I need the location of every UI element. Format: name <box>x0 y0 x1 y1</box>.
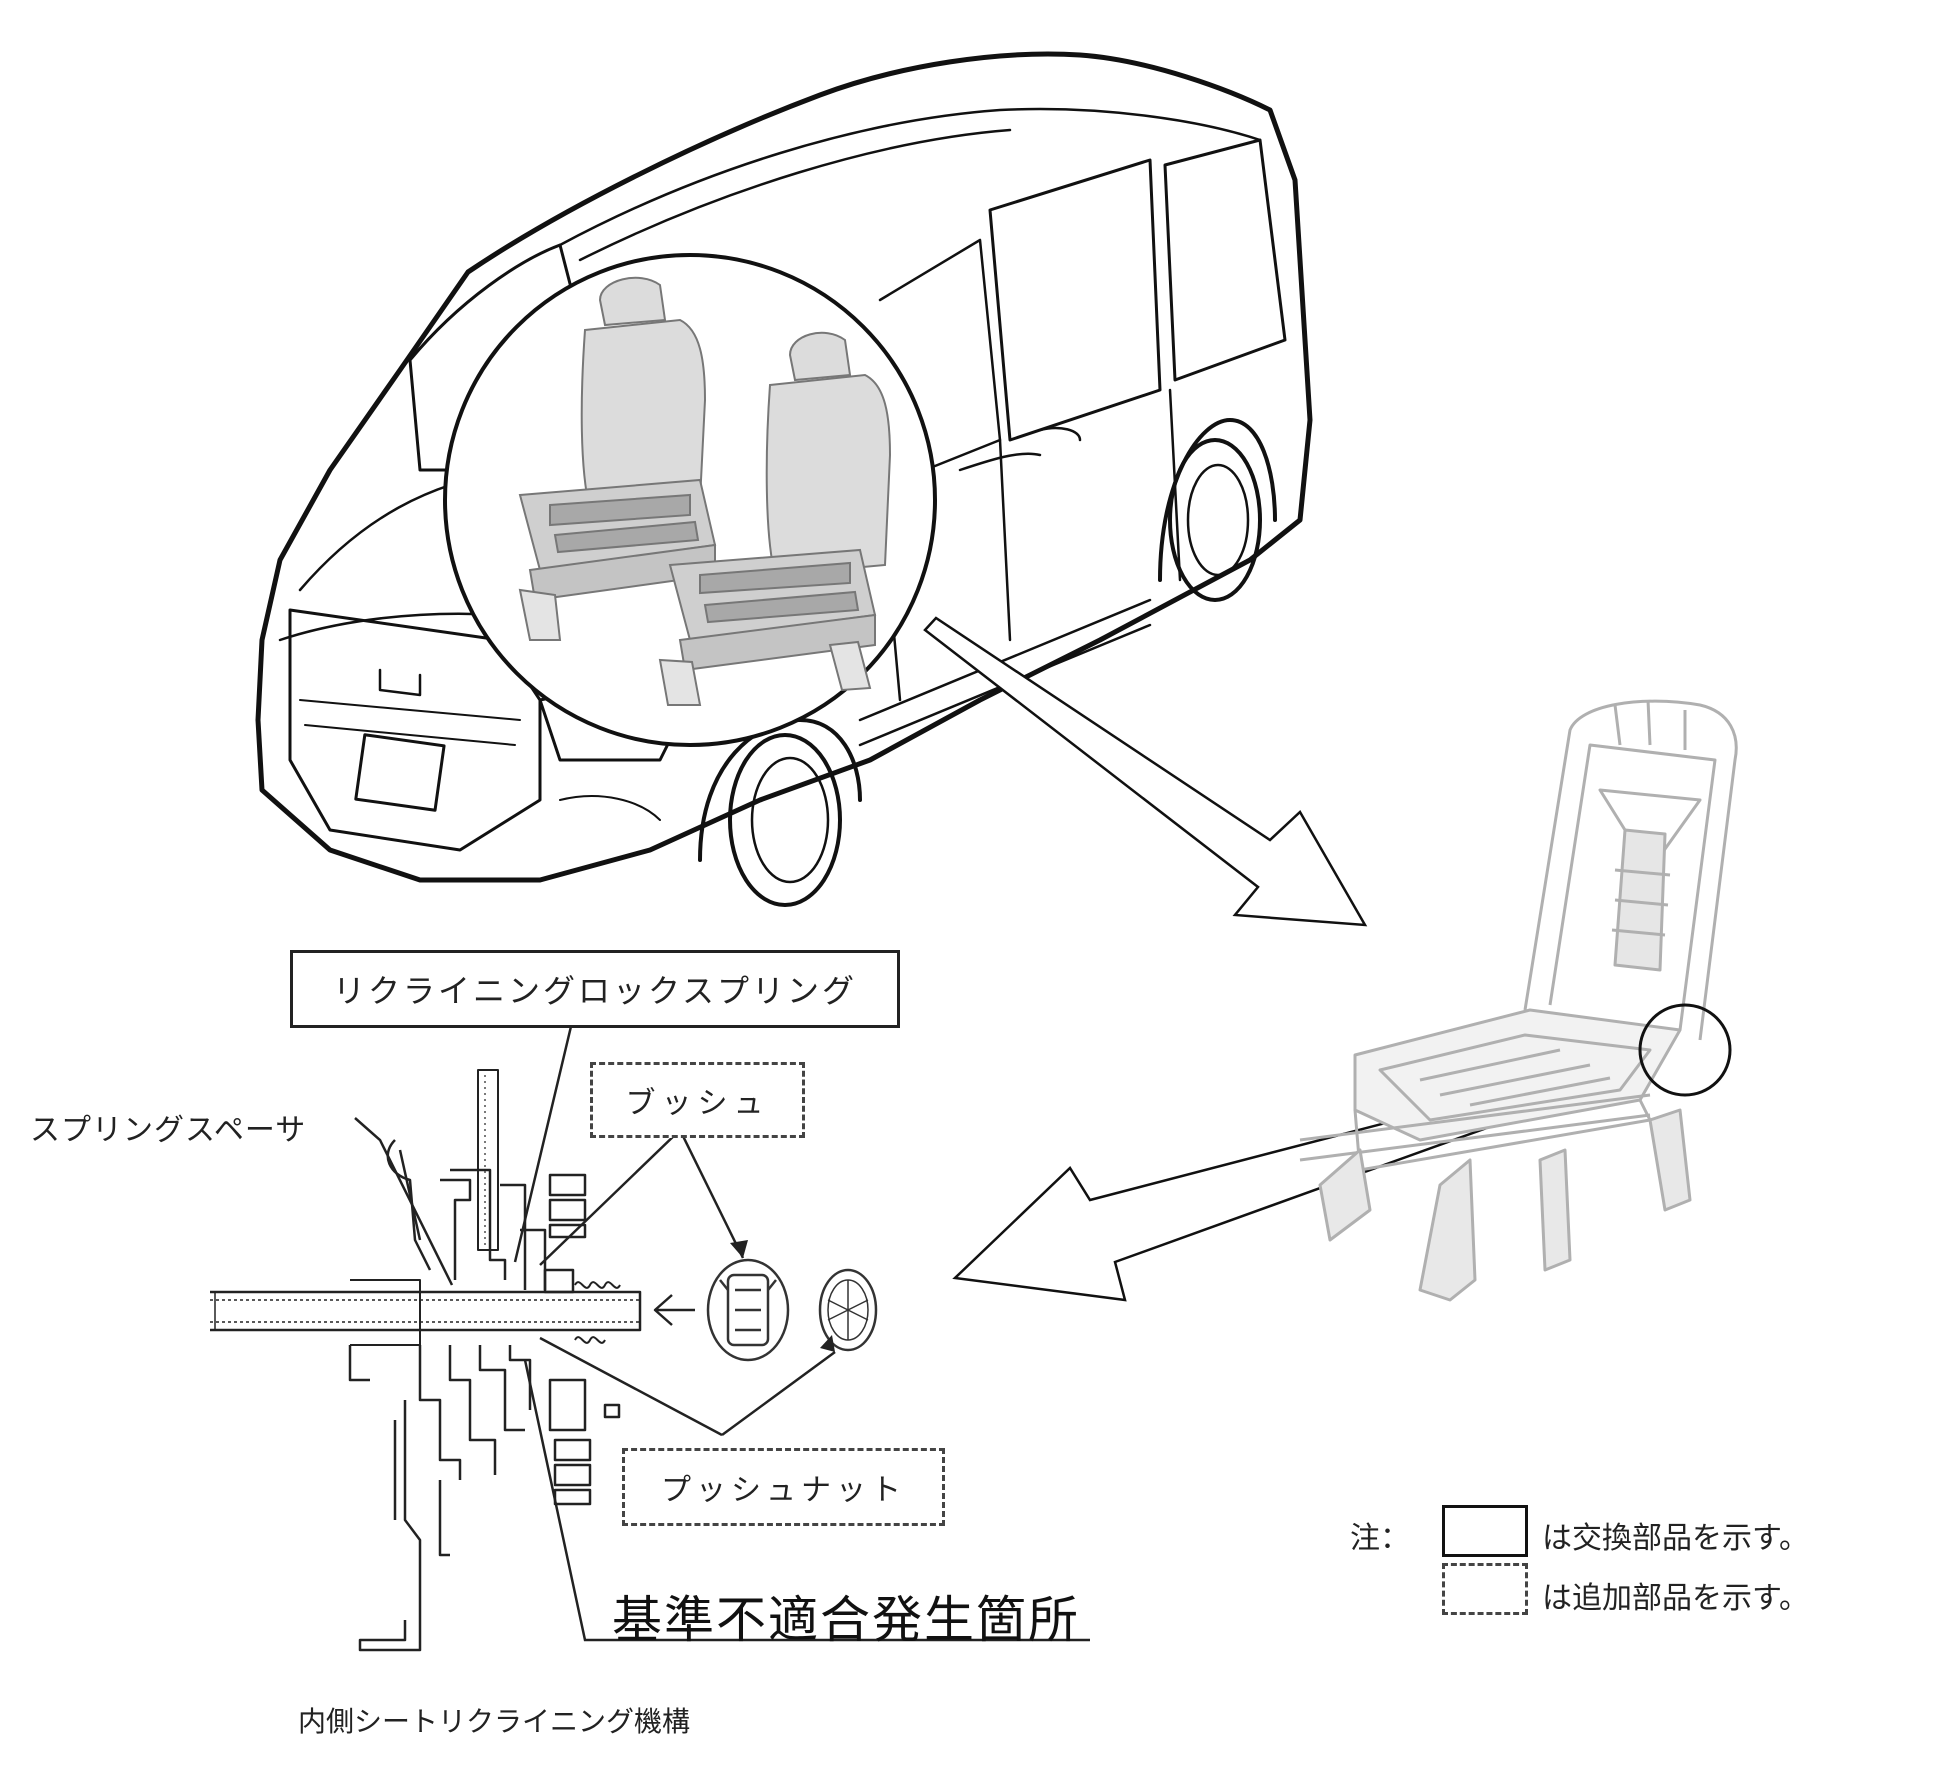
seat-illustration-right <box>658 331 892 706</box>
legend: 注： は交換部品を示す。 は追加部品を示す。 <box>1350 1505 1910 1625</box>
reclining-lock-spring-box: リクライニングロックスプリング <box>290 950 900 1028</box>
bush-label: ブッシュ <box>625 1086 770 1121</box>
legend-dashed-swatch <box>1442 1563 1528 1615</box>
spring-spacer-label: スプリングスペーサ <box>30 1113 307 1148</box>
bush-box: ブッシュ <box>590 1062 805 1138</box>
mechanism-cross-section <box>210 1069 695 1652</box>
push-nut-illustration <box>818 1268 878 1352</box>
legend-solid-swatch <box>1442 1505 1528 1557</box>
bush-part-illustration <box>706 1258 790 1362</box>
mechanism-caption: 内側シートリクライニング機構 <box>298 1705 691 1738</box>
seat-magnifier <box>443 253 937 747</box>
push-nut-label: プッシュナット <box>661 1473 906 1508</box>
legend-addition-text: は追加部品を示す。 <box>1542 1581 1809 1616</box>
push-nut-box: プッシュナット <box>622 1448 945 1526</box>
leader-lines <box>354 1017 1090 1642</box>
seat-frame-illustration <box>1299 699 1738 1302</box>
leader-arrowheads <box>730 1240 835 1352</box>
legend-note-prefix: 注： <box>1350 1521 1410 1556</box>
legend-replacement-text: は交換部品を示す。 <box>1542 1521 1809 1556</box>
seat-illustration-left <box>518 276 717 641</box>
reclining-lock-spring-label: リクライニングロックスプリング <box>332 972 858 1010</box>
nonconformity-location-label: 基準不適合発生箇所 <box>612 1591 1080 1649</box>
mechanism-highlight-circle <box>1638 1003 1732 1097</box>
arrow-to-seat-frame <box>923 616 1368 927</box>
